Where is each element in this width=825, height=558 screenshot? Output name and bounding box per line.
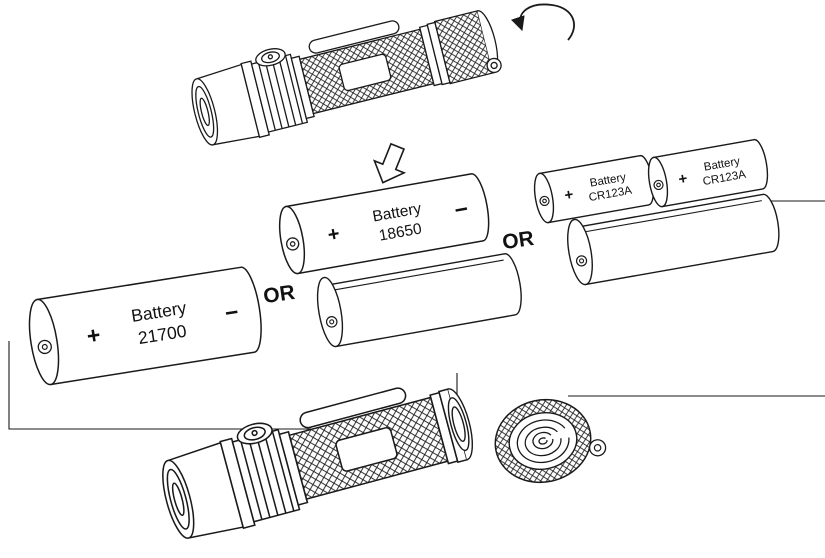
minus-sign: − <box>223 298 240 326</box>
tailcap-spring <box>516 419 570 464</box>
flashlight-assembled <box>183 7 504 152</box>
battery-cr123a-front: + Battery CR123A <box>533 154 655 224</box>
positive-terminal <box>539 195 550 207</box>
minus-sign: − <box>452 195 470 223</box>
plus-sign: + <box>85 321 102 349</box>
flashlight-body-open <box>152 372 474 547</box>
or-label-left: OR <box>262 281 296 308</box>
plus-sign: + <box>677 170 689 188</box>
battery-21700: + Battery 21700 − <box>28 266 262 386</box>
positive-terminal <box>286 237 300 251</box>
positive-terminal <box>37 339 52 355</box>
tailcap-detail <box>494 398 607 484</box>
rotation-arrow-icon <box>510 3 575 41</box>
or-label-middle: OR <box>501 227 535 254</box>
plus-sign: + <box>326 223 341 247</box>
battery-cr123a-rear: + Battery CR123A <box>647 138 769 208</box>
battery-18650: + Battery 18650 − <box>278 173 490 275</box>
sleeve-contact-hole <box>325 316 338 328</box>
battery-sleeve-18650 <box>316 253 522 348</box>
battery-sleeve-cr123a <box>567 193 780 286</box>
lanyard-tab <box>588 439 607 457</box>
positive-terminal <box>653 179 664 191</box>
plus-sign: + <box>563 186 575 204</box>
down-arrow-icon <box>372 142 407 184</box>
bracket-right <box>568 200 825 397</box>
sleeve-contact-hole <box>575 255 588 267</box>
